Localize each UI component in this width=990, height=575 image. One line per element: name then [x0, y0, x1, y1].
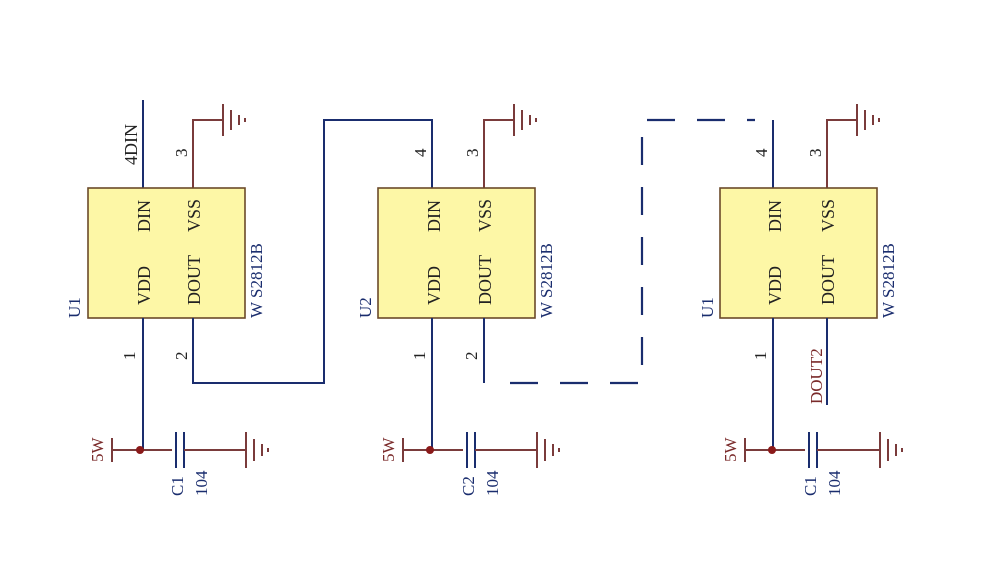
pin-number-vss: 3 [463, 149, 482, 158]
cap-refdes: C1 [801, 476, 820, 496]
chip-body [87, 187, 246, 319]
input-net-label: 4DIN [121, 124, 141, 165]
ground-icon [856, 104, 880, 136]
capacitor-icon [808, 432, 818, 468]
pin-number-dout: 2 [462, 352, 481, 361]
chip-body [719, 187, 878, 319]
pin-number-vdd: 1 [410, 352, 429, 361]
cap-value: 104 [483, 470, 502, 496]
vss-wire-2 [483, 119, 514, 188]
ground-icon [222, 104, 246, 136]
pin-din-label: DIN [424, 200, 444, 232]
pin-number-vdd: 1 [751, 352, 770, 361]
chip-refdes: U1 [65, 297, 84, 318]
pin-number-din: 4 [752, 148, 771, 157]
output-net-label: DOUT2 [807, 348, 826, 404]
power-net-label: 5W [88, 437, 107, 463]
pin-dout-label: DOUT [184, 255, 204, 305]
pin-dout-label: DOUT [818, 255, 838, 305]
cap-refdes: C2 [459, 476, 478, 496]
pin-vdd-label: VDD [424, 266, 444, 305]
stage-2: 4 3 DIN VSS VDD DOUT U2 W S2812B 1 2 5W [356, 104, 560, 496]
cap-refdes: C1 [168, 476, 187, 496]
chip-refdes: U1 [698, 297, 717, 318]
junction-dot [768, 446, 776, 454]
capacitor-icon [175, 432, 185, 468]
pin-vdd-label: VDD [134, 266, 154, 305]
cap-value: 104 [192, 470, 211, 496]
cap-value: 104 [825, 470, 844, 496]
pin-vss-label: VSS [818, 199, 838, 232]
pin-vdd-label: VDD [765, 266, 785, 305]
pin-vss-label: VSS [475, 199, 495, 232]
stage-1: 4DIN 3 DIN VSS VDD DOUT U1 W S2812B 1 2 … [65, 100, 269, 496]
junction-dot [136, 446, 144, 454]
power-net-label: 5W [379, 437, 398, 463]
pin-vss-label: VSS [184, 199, 204, 232]
stage-3: 4 3 DIN VSS VDD DOUT U1 W S2812B 1 DOUT2… [698, 104, 903, 496]
pin-number-dout: 2 [172, 352, 191, 361]
vss-wire-1 [192, 119, 223, 188]
data-link-wire [192, 119, 433, 384]
power-net-label: 5W [721, 437, 740, 463]
ground-icon [513, 104, 537, 136]
chip-part-number: W S2812B [247, 243, 266, 318]
pin-din-label: DIN [765, 200, 785, 232]
ground-icon [879, 432, 903, 468]
ground-icon [536, 432, 560, 468]
pin-din-label: DIN [134, 200, 154, 232]
pin-number-vdd: 1 [120, 352, 139, 361]
chip-refdes: U2 [356, 297, 375, 318]
vss-wire-3 [826, 119, 857, 188]
pin-number-din: 4 [411, 148, 430, 157]
chip-part-number: W S2812B [879, 243, 898, 318]
pin-dout-label: DOUT [475, 255, 495, 305]
chip-part-number: W S2812B [537, 243, 556, 318]
pin-number-vss: 3 [172, 149, 191, 158]
pin-number-vss: 3 [806, 149, 825, 158]
junction-dot [426, 446, 434, 454]
continuation-dashed-wire [510, 118, 755, 385]
ground-icon [245, 432, 269, 468]
chip-body [377, 187, 536, 319]
capacitor-icon [466, 432, 476, 468]
